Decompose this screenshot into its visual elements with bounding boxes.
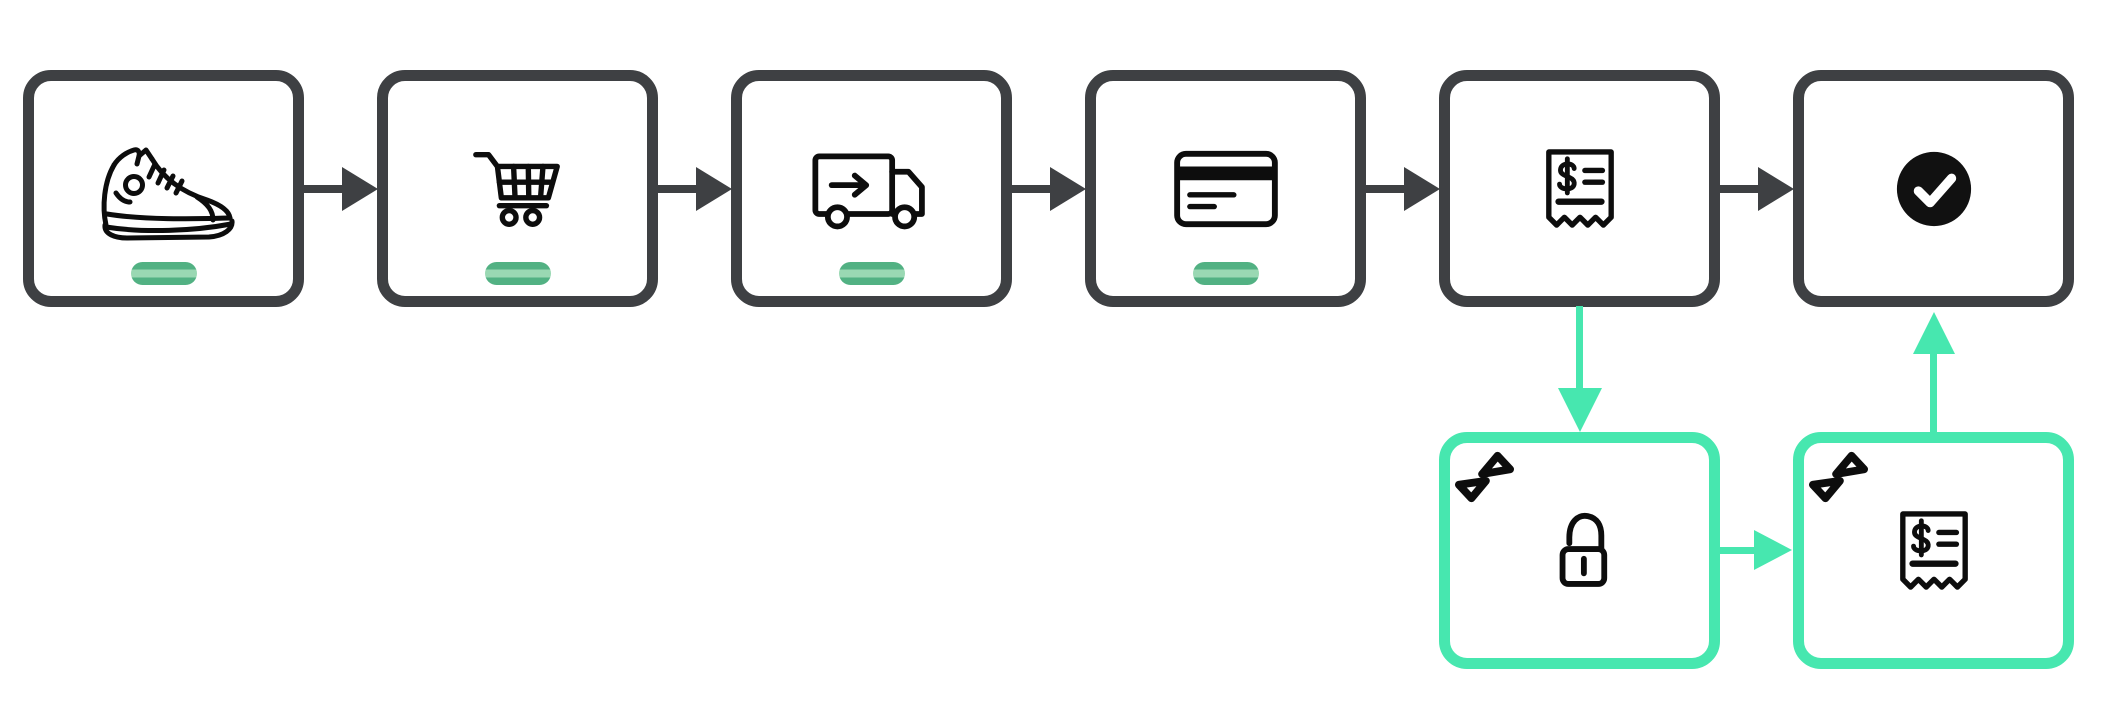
flow-arrow-invoice-done [1719,167,1794,211]
link-icon [1454,451,1514,503]
flow-arrow-cart-delivery [657,167,732,211]
check-circle-icon [1896,151,1971,226]
step-node-product [23,70,304,307]
shopping-cart-icon [472,151,560,227]
status-pill [130,262,197,285]
step-node-delivery [731,70,1012,307]
flow-arrow-product-cart [303,167,378,211]
green-arrow-linkedinvoice-done-shaft [1930,354,1937,432]
green-arrow-linkedinvoice-done-head [1913,312,1955,354]
sneaker-icon [101,146,235,240]
green-arrow-unlock-invoice-head [1754,530,1792,570]
green-arrow-invoice-unlock-head [1558,388,1602,432]
status-pill [838,262,905,285]
linked-node-invoice [1793,432,2074,669]
green-arrow-invoice-unlock-shaft [1576,306,1583,388]
dollar-receipt-icon [1545,148,1614,228]
status-pill [1192,262,1259,285]
open-padlock-icon [1559,512,1607,587]
flow-arrow-delivery-payment [1011,167,1086,211]
step-node-invoice [1439,70,1720,307]
step-node-payment [1085,70,1366,307]
step-node-cart [377,70,658,307]
flow-arrow-payment-invoice [1365,167,1440,211]
delivery-truck-icon [811,152,925,229]
credit-card-icon [1173,150,1278,227]
step-node-done [1793,70,2074,307]
linked-node-unlock [1439,432,1720,669]
status-pill [484,262,551,285]
green-arrow-unlock-invoice-shaft [1718,547,1754,554]
link-icon [1808,451,1868,503]
dollar-receipt-icon [1899,510,1968,590]
